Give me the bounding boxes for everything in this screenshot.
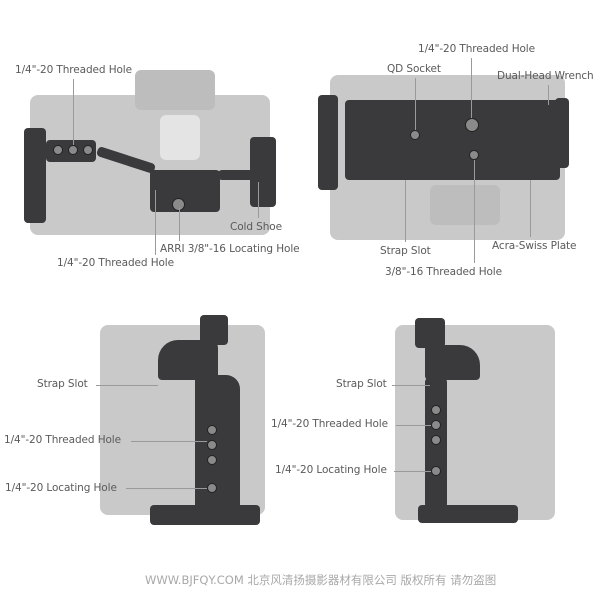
label-threaded-hole: 1/4"-20 Threaded Hole <box>271 418 388 430</box>
label-locating-hole: 1/4"-20 Locating Hole <box>275 464 387 476</box>
threaded-hole <box>207 440 217 450</box>
threaded-hole <box>465 118 479 132</box>
camera-lens-mount <box>430 185 500 225</box>
arca-swiss-plate <box>345 100 560 180</box>
leader-line <box>155 190 156 255</box>
label-strap-slot: Strap Slot <box>380 245 431 257</box>
threaded-hole <box>207 425 217 435</box>
leader-line <box>258 182 259 218</box>
leader-line <box>548 85 549 105</box>
cage-left-handle <box>24 128 46 223</box>
watermark: WWW.BJFQY.COM 北京风清扬摄影器材有限公司 版权所有 请勿盗图 <box>145 573 497 587</box>
qd-socket <box>410 130 420 140</box>
label-threaded-hole-bottom: 1/4"-20 Threaded Hole <box>57 257 174 269</box>
camera-viewfinder <box>135 70 215 110</box>
label-locating-hole: 1/4"-20 Locating Hole <box>5 482 117 494</box>
leader-line <box>126 488 207 489</box>
cold-shoe-block <box>250 137 276 207</box>
threaded-hole <box>83 145 93 155</box>
cage-grip <box>195 375 240 510</box>
leader-line <box>396 425 431 426</box>
leader-line <box>96 385 158 386</box>
locating-hole <box>207 483 217 493</box>
leader-line <box>474 160 475 263</box>
cage-grip-top <box>158 340 218 380</box>
label-threaded-hole: 1/4"-20 Threaded Hole <box>418 43 535 55</box>
cage-base <box>150 505 260 525</box>
label-threaded-hole: 1/4"-20 Threaded Hole <box>4 434 121 446</box>
threaded-hole <box>53 145 63 155</box>
locating-hole <box>431 466 441 476</box>
label-threaded-hole-38: 3/8"-16 Threaded Hole <box>385 266 502 278</box>
cage-top <box>425 345 480 380</box>
label-arca-plate: Acra-Swiss Plate <box>492 240 577 252</box>
label-threaded-hole: 1/4"-20 Threaded Hole <box>15 64 132 76</box>
cage-base <box>418 505 518 523</box>
leader-line <box>415 78 416 130</box>
leader-line <box>73 79 74 145</box>
label-wrench: Dual-Head Wrench <box>497 70 594 82</box>
camera-hotshoe <box>160 115 200 160</box>
cage-top-plate <box>150 170 220 212</box>
label-strap-slot: Strap Slot <box>336 378 387 390</box>
label-qd-socket: QD Socket <box>387 63 441 75</box>
threaded-hole <box>207 455 217 465</box>
dual-head-wrench <box>555 98 569 168</box>
threaded-hole <box>431 405 441 415</box>
label-cold-shoe: Cold Shoe <box>230 221 282 233</box>
leader-line <box>405 180 406 242</box>
threaded-hole <box>431 435 441 445</box>
leader-line <box>179 208 180 241</box>
label-strap-slot: Strap Slot <box>37 378 88 390</box>
cold-shoe-mount <box>415 318 445 348</box>
threaded-hole <box>68 145 78 155</box>
leader-line <box>471 58 472 118</box>
leader-line <box>530 180 531 237</box>
cage-right-arm <box>218 170 256 180</box>
threaded-hole-38 <box>469 150 479 160</box>
leader-line <box>394 471 431 472</box>
cage-side-handle <box>318 95 338 190</box>
leader-line <box>131 441 207 442</box>
leader-line <box>392 385 430 386</box>
arri-locating-hole <box>172 198 185 211</box>
threaded-hole <box>431 420 441 430</box>
label-arri-hole: ARRI 3/8"-16 Locating Hole <box>160 243 300 255</box>
